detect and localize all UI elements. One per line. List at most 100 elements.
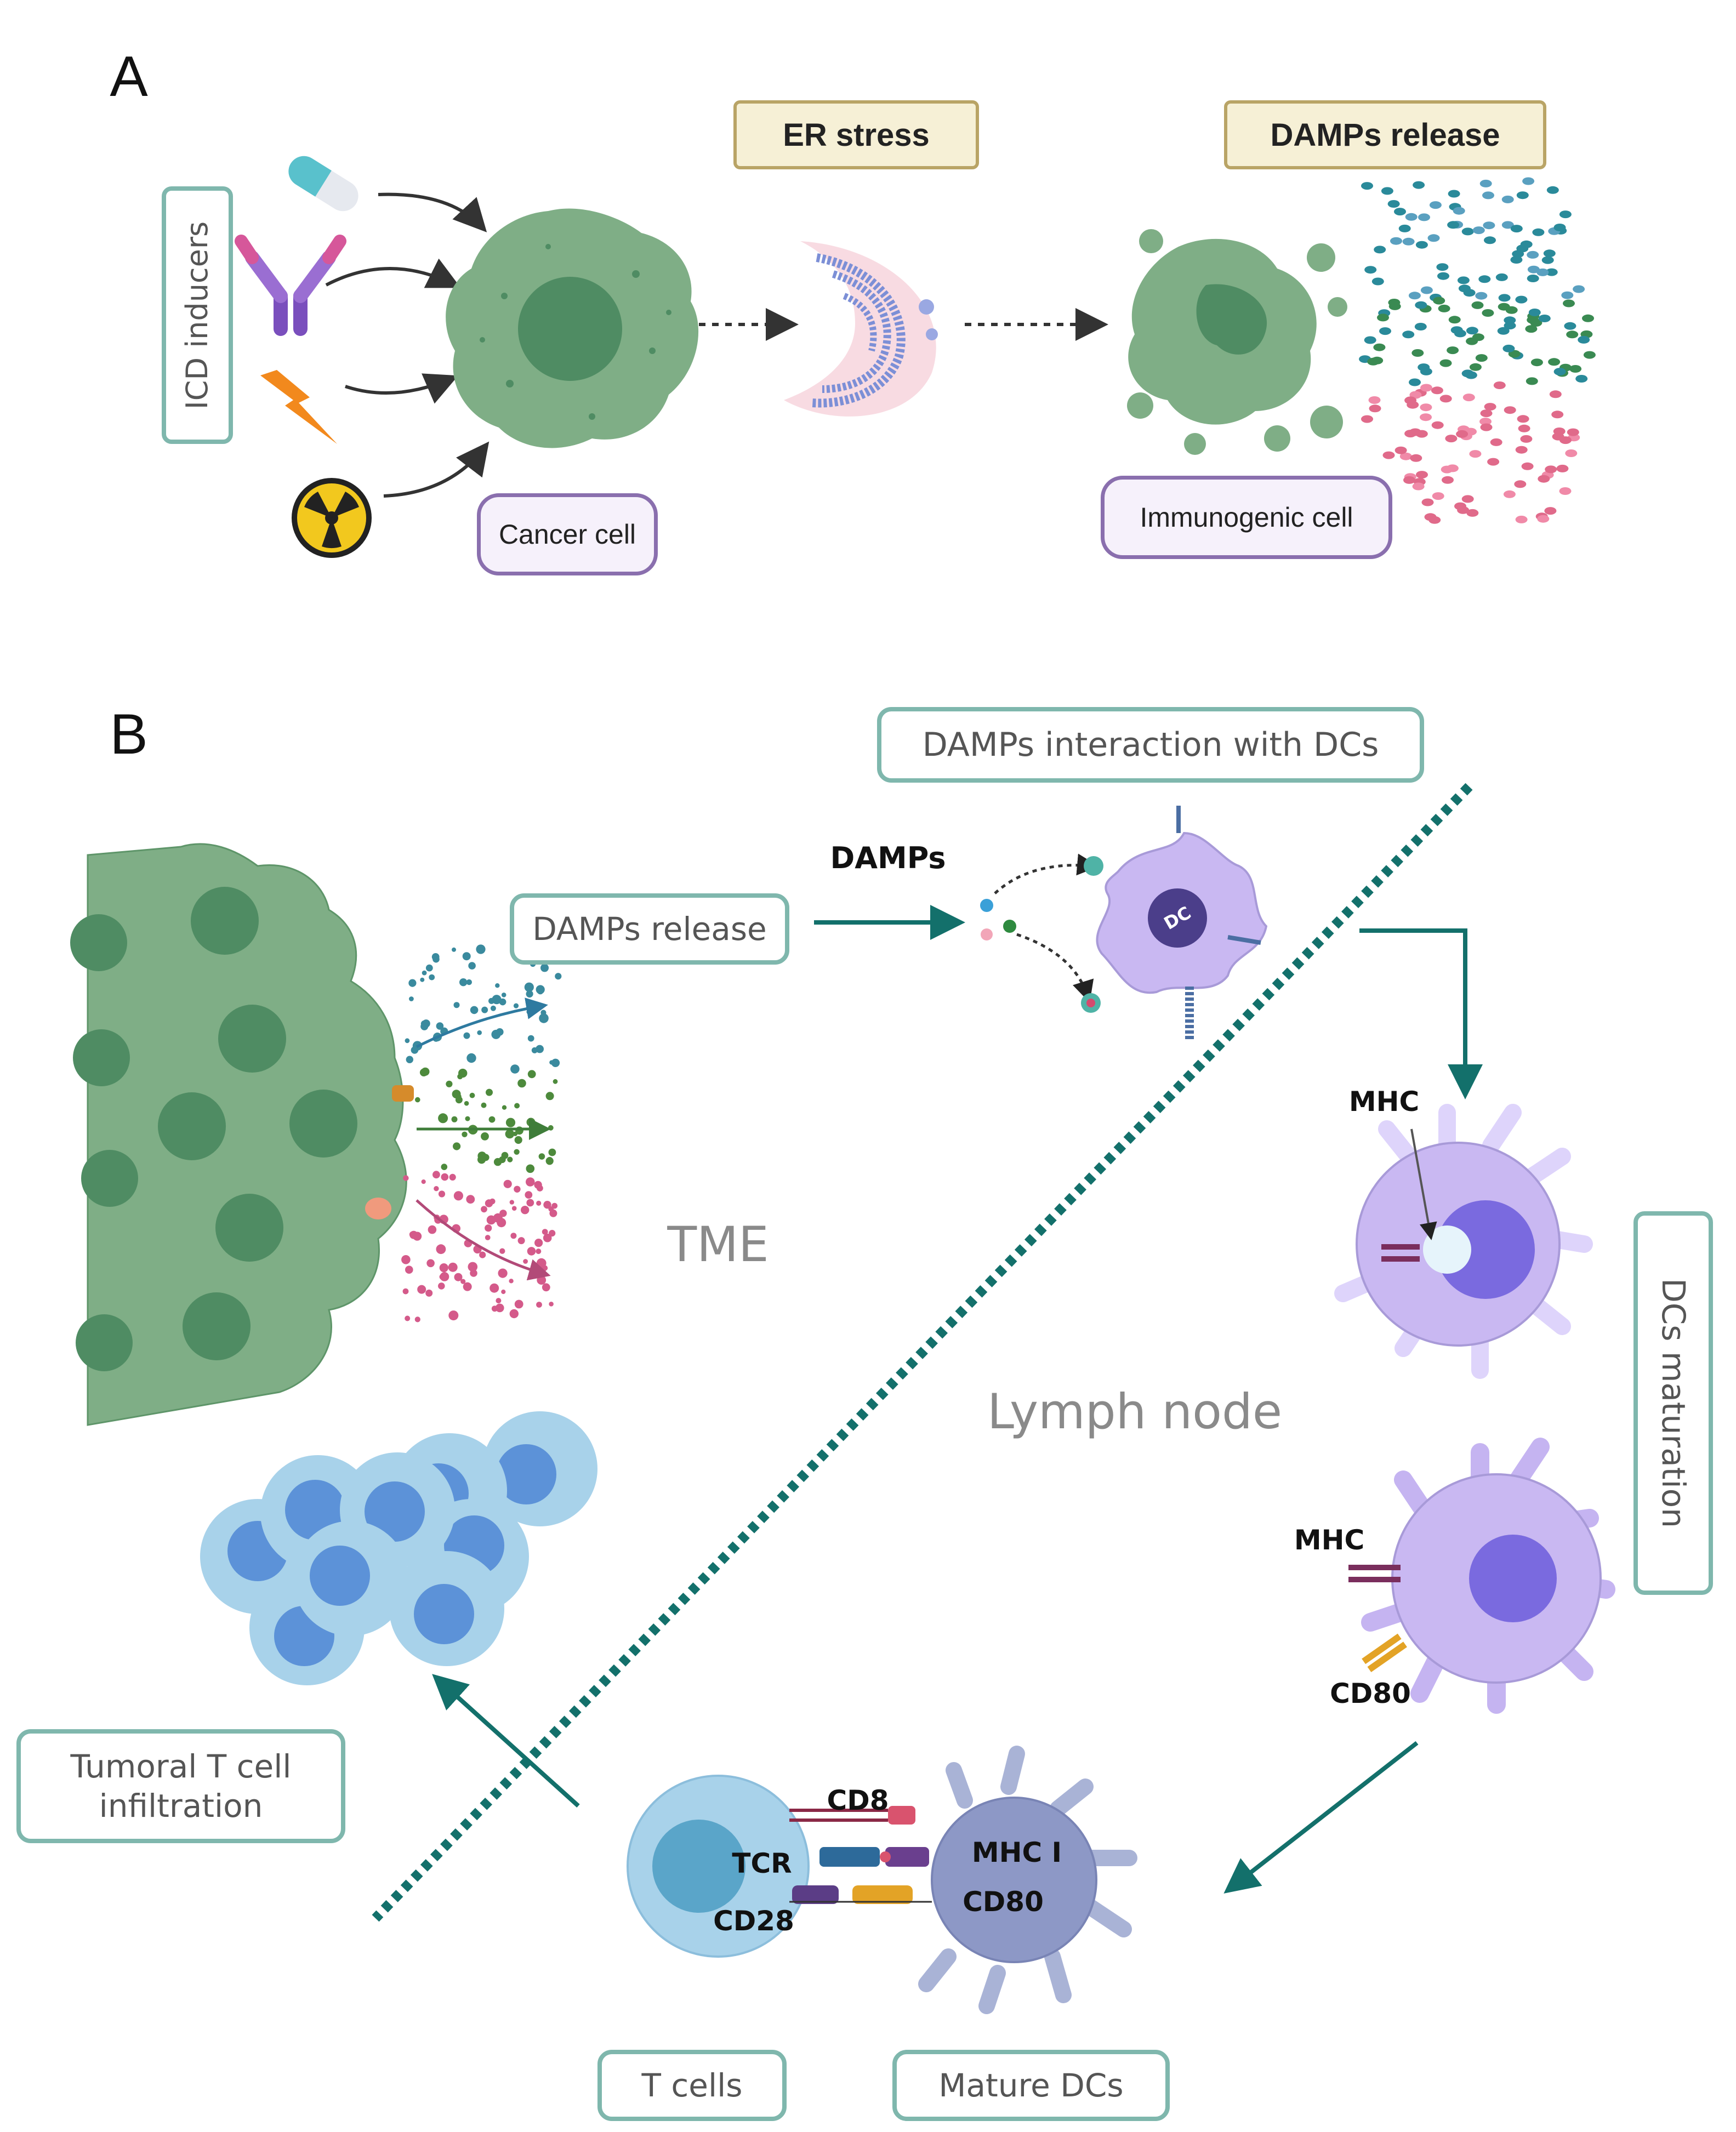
damp-particle bbox=[488, 997, 495, 1004]
damp-particle bbox=[1388, 302, 1401, 310]
damp-particle bbox=[452, 947, 456, 952]
damp-particle bbox=[1420, 286, 1433, 294]
panel-label-b: B bbox=[110, 702, 148, 766]
damp-particle bbox=[432, 1171, 440, 1179]
damp-particle bbox=[1515, 446, 1528, 454]
damp-particle bbox=[1420, 413, 1432, 421]
damp-particle bbox=[1475, 292, 1488, 300]
damp-particle bbox=[1497, 327, 1510, 335]
damp-particle bbox=[401, 1255, 411, 1264]
damp-particle bbox=[1546, 186, 1559, 194]
damp-particle bbox=[503, 1179, 512, 1188]
damp-particle bbox=[420, 977, 425, 982]
damp-particle bbox=[527, 1247, 536, 1256]
damp-particle bbox=[406, 1056, 413, 1063]
damp-particle bbox=[514, 1185, 521, 1193]
damp-particle bbox=[545, 1092, 554, 1101]
damp-particle bbox=[542, 1283, 550, 1292]
damp-particle bbox=[1457, 276, 1470, 284]
damp-particle bbox=[517, 1079, 526, 1088]
damp-particle bbox=[1441, 465, 1453, 474]
damp-particle bbox=[509, 1309, 519, 1319]
damp-particle bbox=[1541, 256, 1554, 264]
damp-particle bbox=[1538, 315, 1551, 322]
damp-particle bbox=[481, 1206, 487, 1213]
damp-particle bbox=[1447, 346, 1459, 355]
damp-particle bbox=[543, 1233, 552, 1242]
damp-particle bbox=[488, 1116, 496, 1123]
damp-particle bbox=[1583, 351, 1596, 359]
damp-particle bbox=[1407, 401, 1419, 409]
damp-particle bbox=[1415, 430, 1428, 438]
damp-particle bbox=[1561, 291, 1574, 299]
damp-particle bbox=[426, 1259, 435, 1268]
damp-particle bbox=[1399, 452, 1412, 460]
damp-particle bbox=[1515, 295, 1528, 304]
damp-particle bbox=[1415, 241, 1428, 249]
damp-particle bbox=[1498, 294, 1511, 302]
damp-particle bbox=[459, 978, 468, 987]
damp-particle bbox=[405, 1315, 411, 1321]
damp-particle bbox=[1379, 327, 1391, 335]
damp-particle bbox=[1559, 436, 1572, 444]
panel-label-a: A bbox=[110, 44, 148, 109]
damp-particle bbox=[1432, 492, 1444, 500]
damp-particle bbox=[1553, 368, 1566, 376]
damp-particle bbox=[1466, 327, 1478, 335]
damp-particle bbox=[1559, 210, 1572, 219]
damp-particle bbox=[1453, 207, 1465, 215]
damp-particle bbox=[1483, 221, 1495, 230]
damp-particle bbox=[1398, 224, 1411, 232]
cd80-label-dc: CD80 bbox=[1330, 1678, 1411, 1709]
damp-particle bbox=[1522, 177, 1535, 185]
damp-particle bbox=[1482, 191, 1494, 199]
damp-particle bbox=[548, 1125, 554, 1131]
damp-particle bbox=[537, 988, 544, 995]
damp-particle bbox=[1364, 336, 1376, 344]
damp-particle bbox=[1530, 319, 1543, 327]
damp-particle bbox=[501, 993, 506, 997]
damp-particle bbox=[551, 1202, 558, 1209]
damp-particle bbox=[1421, 498, 1434, 506]
damp-particle bbox=[1548, 358, 1561, 366]
damp-particle bbox=[1545, 268, 1558, 276]
damp-particle bbox=[514, 1103, 520, 1109]
damp-particle bbox=[1374, 246, 1386, 254]
t-cells-label: T cells bbox=[597, 2050, 787, 2121]
damp-particle bbox=[1416, 471, 1428, 479]
damp-particle bbox=[1582, 314, 1594, 322]
damp-particle bbox=[1515, 515, 1528, 523]
damp-particle bbox=[1457, 506, 1470, 514]
damp-particle bbox=[1454, 329, 1466, 338]
damp-particle bbox=[1480, 409, 1493, 418]
damp-particle bbox=[1436, 263, 1449, 271]
damp-particle bbox=[526, 990, 533, 998]
dendritic-cell-mature bbox=[1348, 1438, 1615, 1714]
damp-particle bbox=[1387, 200, 1400, 208]
damp-particle bbox=[462, 952, 471, 961]
damp-particle bbox=[1427, 234, 1440, 242]
damp-particle bbox=[446, 1080, 453, 1087]
damp-particle bbox=[1478, 275, 1491, 283]
damp-particle bbox=[545, 1157, 554, 1165]
damp-particle bbox=[1466, 509, 1479, 517]
damp-particle bbox=[1556, 464, 1569, 472]
lightning-icon bbox=[260, 370, 337, 444]
damp-particle bbox=[548, 1148, 556, 1156]
damp-particle bbox=[1442, 476, 1454, 484]
damp-particle bbox=[1475, 354, 1488, 362]
damp-particle bbox=[1469, 363, 1482, 371]
damp-particle bbox=[1418, 213, 1430, 221]
icd-inducers-label: ICD inducers bbox=[162, 186, 233, 444]
damp-particle bbox=[1439, 395, 1452, 403]
damp-particle bbox=[1525, 325, 1538, 333]
damp-particle bbox=[1520, 435, 1533, 443]
damp-particle bbox=[499, 1248, 505, 1254]
damp-particle bbox=[1543, 249, 1556, 258]
damp-particle bbox=[1487, 458, 1500, 466]
damp-particle bbox=[1429, 201, 1442, 209]
damp-particle bbox=[1415, 301, 1427, 309]
damp-particle bbox=[501, 1289, 506, 1295]
damp-particle bbox=[1448, 190, 1460, 198]
damp-particle bbox=[436, 1022, 444, 1030]
